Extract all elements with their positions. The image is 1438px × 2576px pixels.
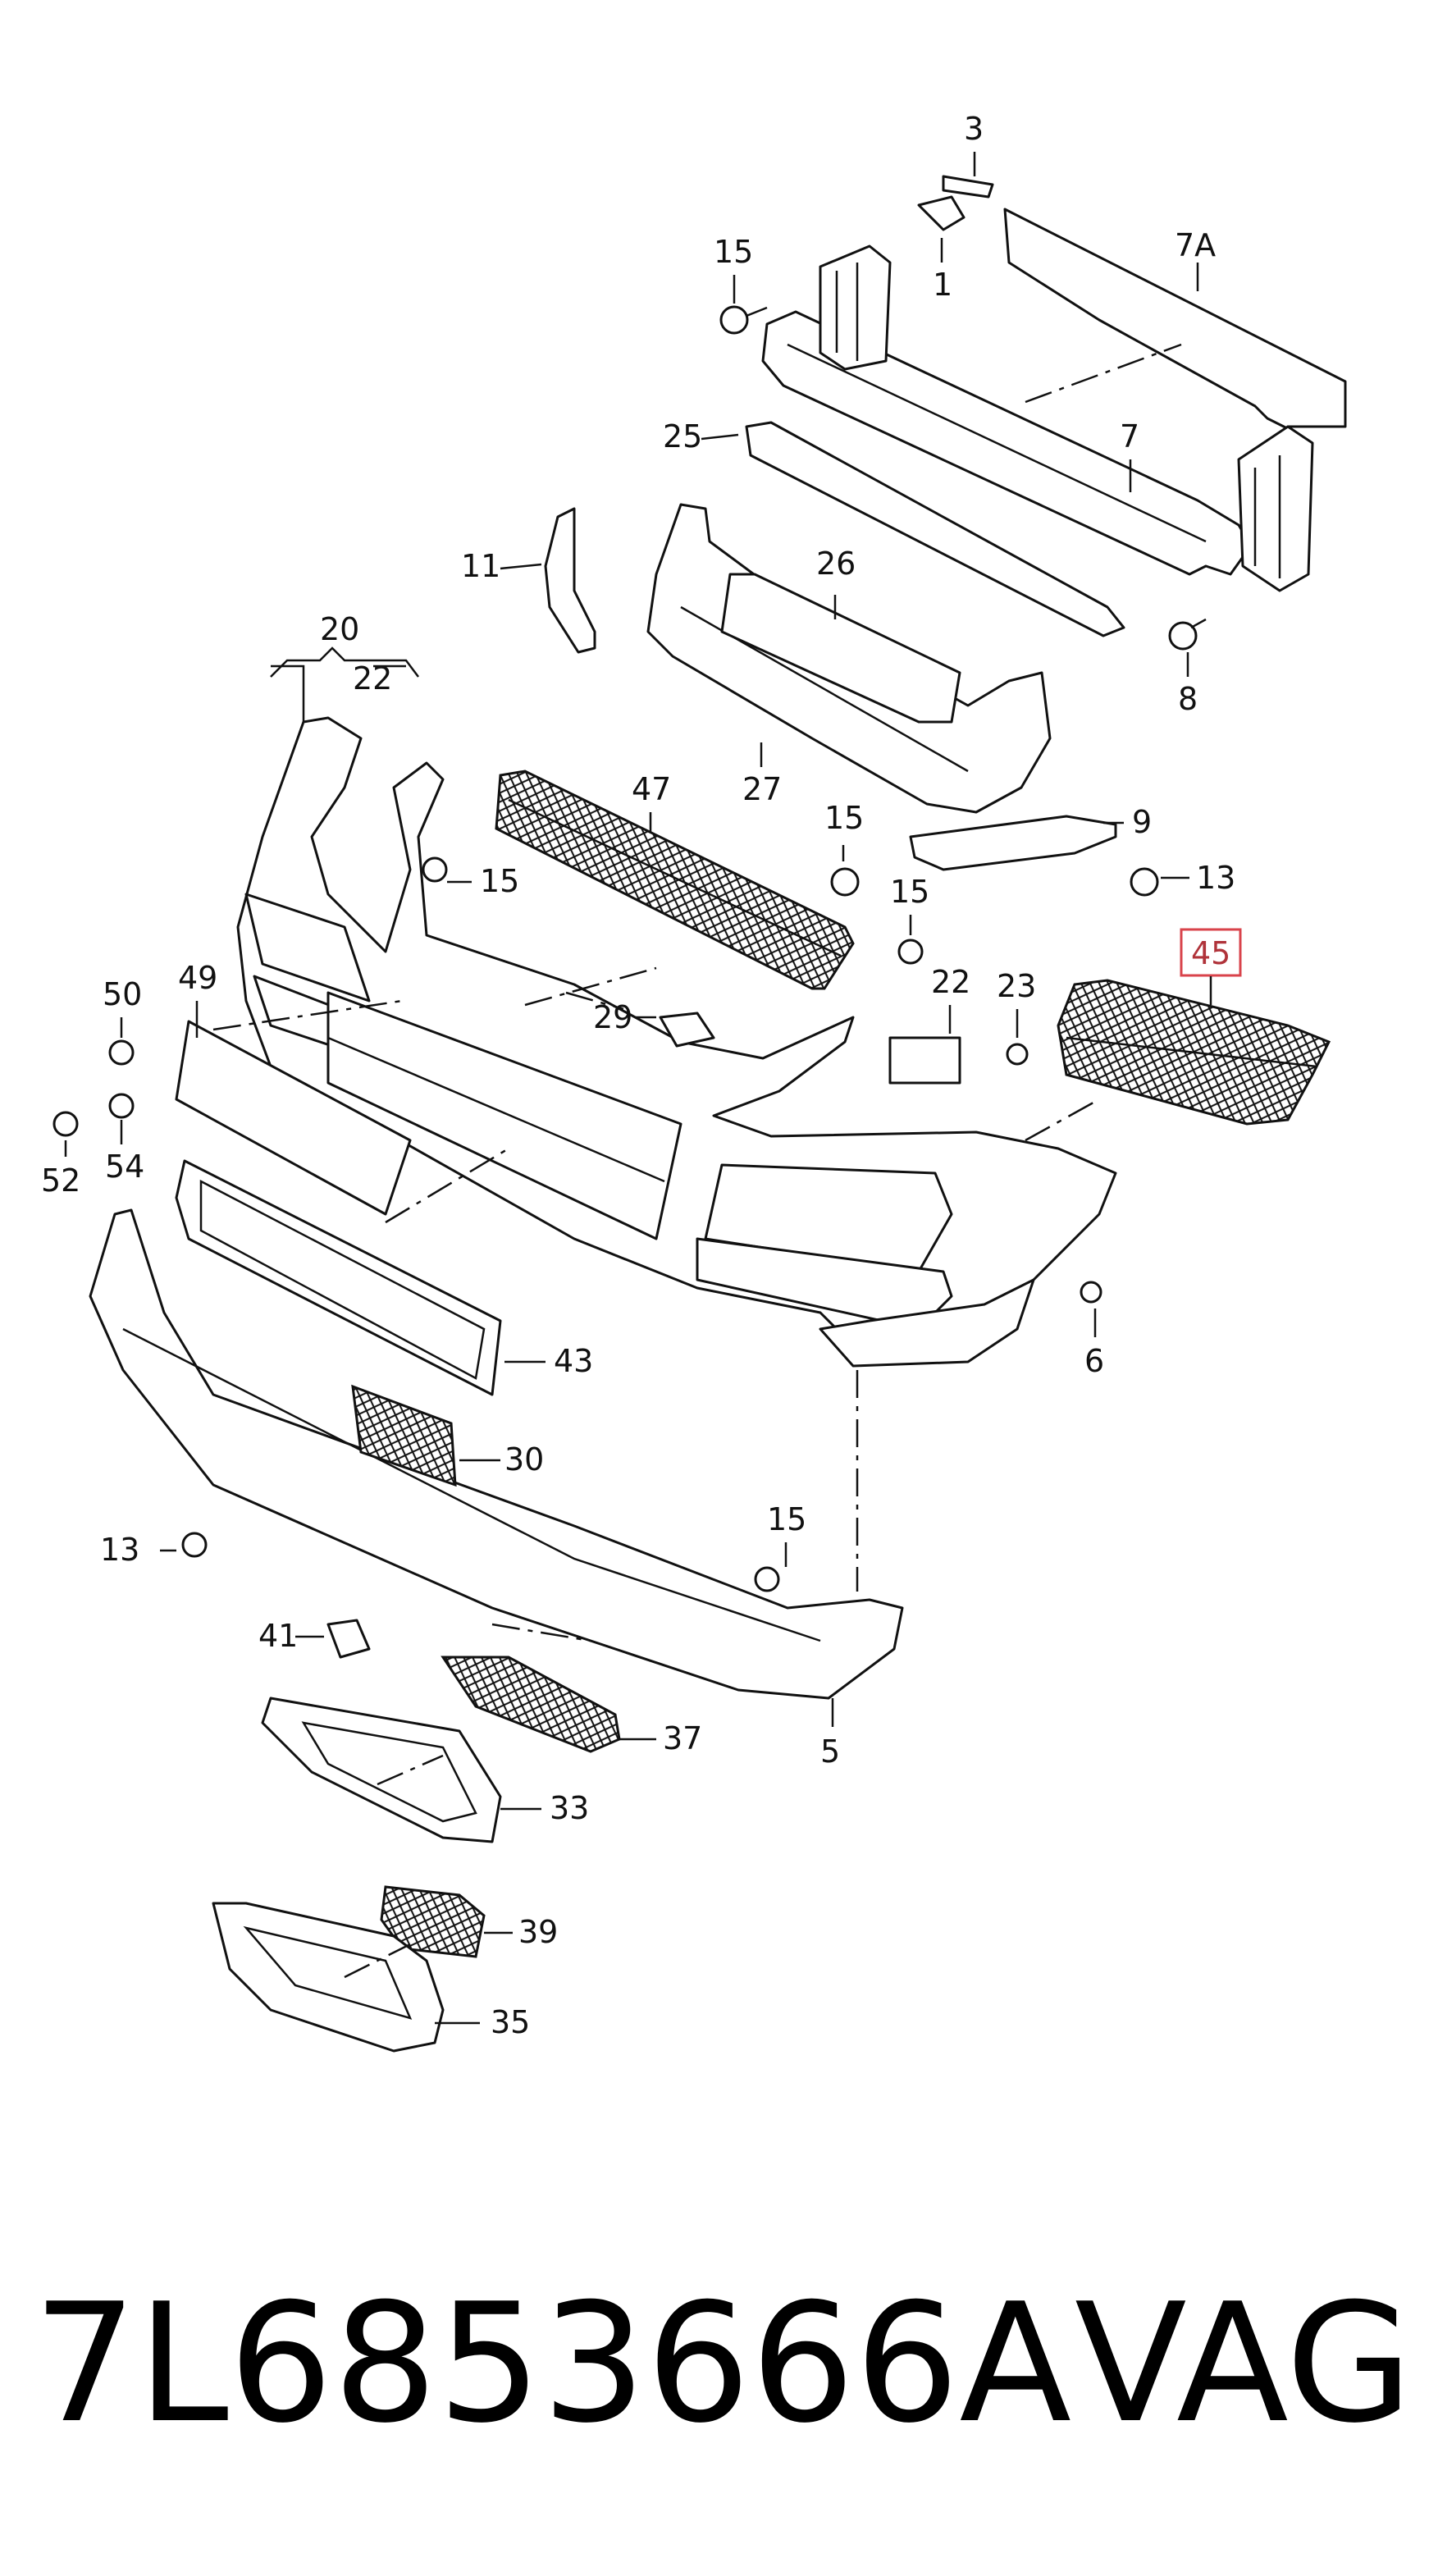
callout-22b: 22: [931, 964, 970, 1000]
right-carrier-bracket: [1237, 425, 1314, 592]
spoiler-5: [89, 1208, 904, 1700]
bolt-15d: [897, 939, 924, 965]
bolt-15b: [830, 867, 860, 897]
callout-6: 6: [1084, 1343, 1104, 1379]
frame-35: [212, 1902, 445, 2053]
lower-trim-6: [819, 1278, 1035, 1368]
callout-23: 23: [997, 968, 1036, 1004]
callout-labels: 3 1 15 7A 25 7 11 26 8 20 22 47 27 15 9 …: [41, 111, 1235, 2040]
insert-37: [441, 1656, 621, 1753]
callout-13a: 13: [1196, 860, 1235, 896]
license-bracket-49: [175, 1020, 412, 1216]
fasteners: [52, 856, 1029, 1592]
insert-30: [351, 1384, 457, 1487]
callout-35: 35: [491, 2004, 530, 2040]
callout-27: 27: [742, 771, 782, 807]
callout-7: 7: [1120, 418, 1139, 454]
callout-41: 41: [258, 1618, 298, 1654]
callout-33: 33: [550, 1790, 589, 1826]
bolt-15a: [719, 305, 768, 335]
callout-22a: 22: [353, 660, 392, 697]
callout-9: 9: [1132, 804, 1152, 840]
bumper-center-opening: [326, 991, 682, 1240]
bracket-22: [888, 1036, 961, 1085]
callout-30: 30: [504, 1441, 544, 1478]
guide-9: [909, 815, 1117, 871]
callout-43: 43: [554, 1343, 593, 1379]
frame-33: [261, 1697, 502, 1843]
grille-47: [495, 770, 855, 990]
left-carrier-bracket: [819, 244, 892, 371]
insulation-panel-7a: [1003, 208, 1347, 432]
callout-15c: 15: [480, 863, 519, 899]
bolt-8: [1168, 618, 1207, 651]
bolt-15e: [754, 1566, 780, 1592]
bolt-13b: [181, 1532, 208, 1558]
leader-lines: [64, 152, 1212, 2025]
callout-11: 11: [461, 548, 500, 584]
bolt-13a: [1130, 867, 1159, 897]
bolt-15c: [422, 856, 448, 883]
bumper-carrier: [544, 175, 1347, 897]
clip-1: [917, 195, 966, 231]
plate-26: [720, 573, 961, 724]
reinforcement-beam-7: [761, 310, 1253, 576]
callout-37: 37: [663, 1720, 702, 1756]
screw-52: [52, 1111, 79, 1137]
callout-20: 20: [320, 611, 359, 647]
callout-50: 50: [103, 976, 142, 1012]
callout-15d: 15: [890, 874, 929, 910]
callout-45: 45: [1191, 935, 1230, 971]
bracket-20-22: [270, 646, 419, 678]
strip-25: [745, 421, 1125, 637]
callout-49: 49: [178, 960, 217, 996]
callout-3: 3: [964, 111, 984, 147]
cap-29: [659, 1012, 715, 1048]
clip-6: [1080, 1281, 1102, 1304]
callout-25: 25: [663, 418, 702, 454]
insert-39: [380, 1885, 486, 1958]
callout-52: 52: [41, 1162, 80, 1199]
callout-47: 47: [632, 771, 671, 807]
clip-3: [942, 175, 994, 199]
callout-54: 54: [105, 1149, 144, 1185]
side-bracket-11: [544, 507, 596, 654]
callout-29: 29: [593, 999, 632, 1035]
nut-54: [108, 1093, 135, 1119]
bumper-cover: [236, 716, 1117, 1368]
callout-13b: 13: [100, 1532, 139, 1568]
callout-15b: 15: [824, 800, 864, 836]
bolt-23: [1006, 1043, 1029, 1066]
callout-8: 8: [1178, 681, 1198, 717]
cap-41: [326, 1619, 371, 1659]
assembly-lines: [212, 343, 1182, 1979]
grille-frame-43: [175, 1159, 502, 1396]
callout-15e: 15: [767, 1501, 806, 1537]
callout-15a: 15: [714, 234, 753, 270]
brand-name: VAG: [1075, 2268, 1413, 2460]
part-number: 7L6853666A: [33, 2268, 1071, 2460]
callout-7a: 7A: [1175, 227, 1216, 263]
callout-5: 5: [820, 1733, 840, 1770]
callout-26: 26: [816, 546, 856, 582]
callout-1: 1: [933, 267, 952, 303]
callout-45-highlight-box: [1180, 928, 1242, 977]
callout-39: 39: [518, 1914, 558, 1950]
clip-50: [108, 1039, 135, 1066]
